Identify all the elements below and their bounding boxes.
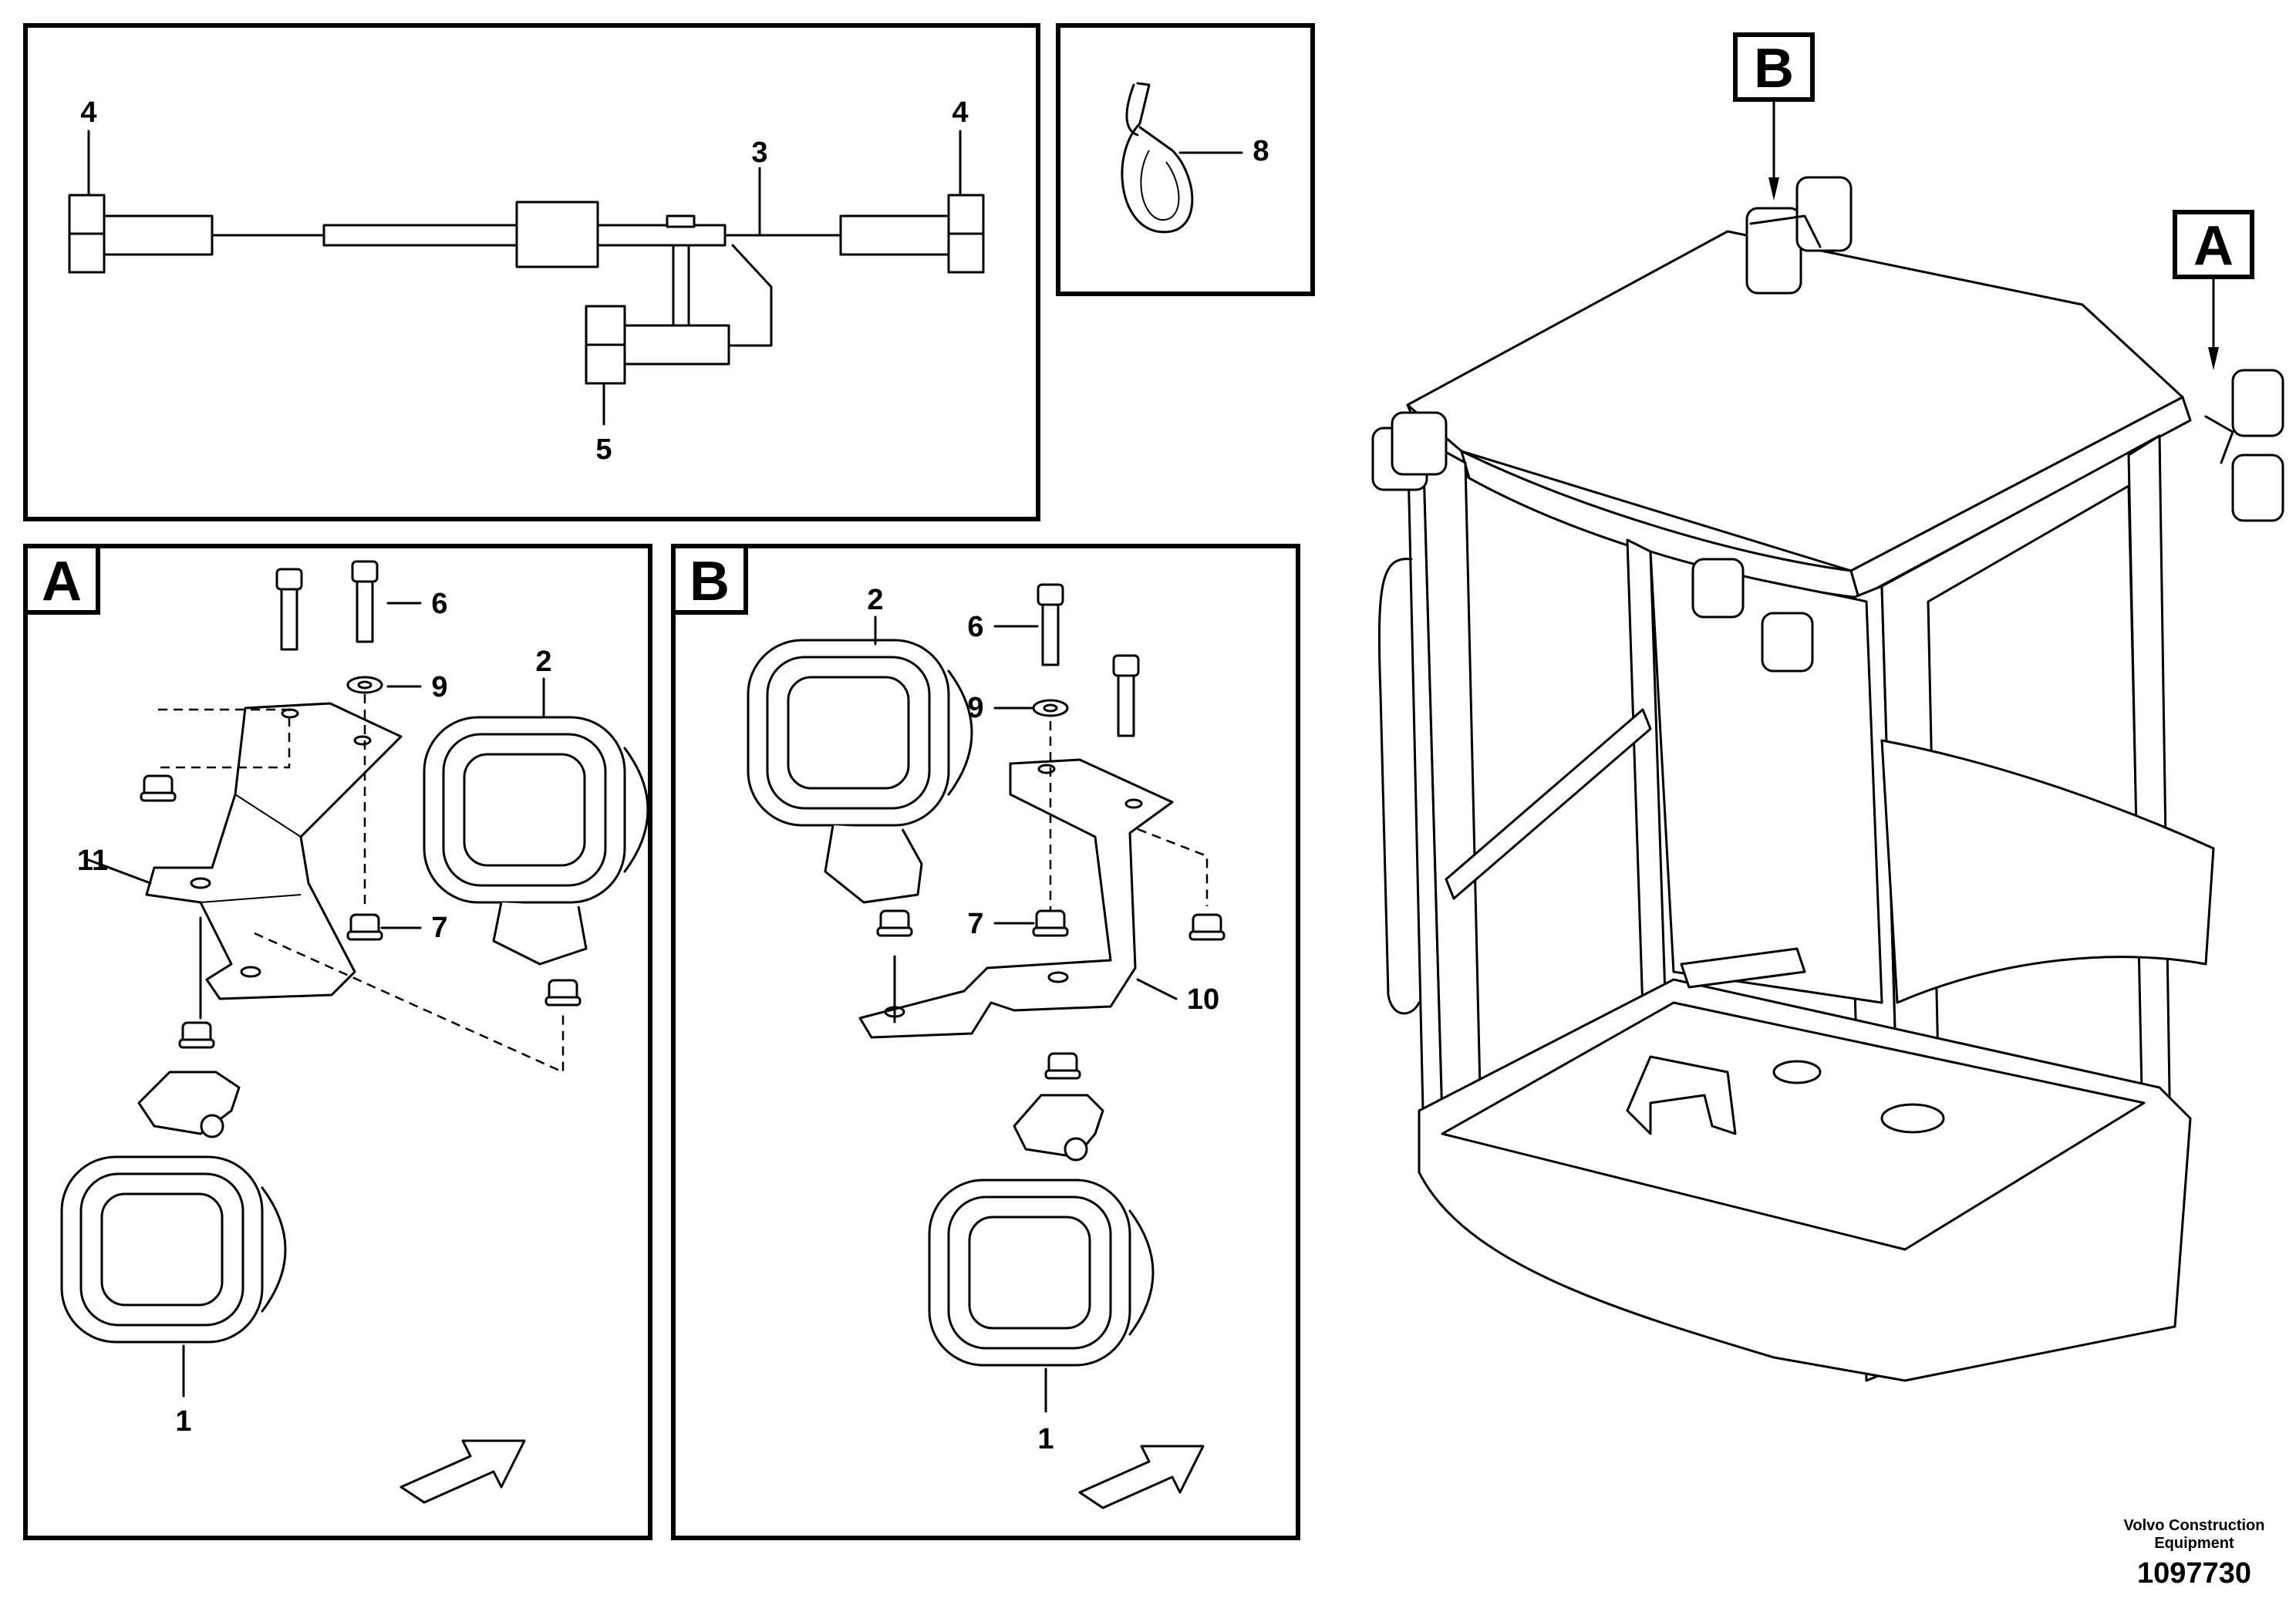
- lamp-1-b: [928, 1094, 1155, 1367]
- cab-lamp-a-group: [2204, 369, 2284, 522]
- detail-b-frame: [671, 544, 1300, 1540]
- callout-left-plug: 4: [80, 96, 96, 129]
- lamp-2-b: [747, 639, 973, 904]
- work-lamp-icon: [60, 1155, 287, 1344]
- cab-lamp-front-right: [1691, 558, 1814, 673]
- detail-a-panel: A 6 9 11 7: [23, 544, 652, 1540]
- cab-overview: B A: [1371, 32, 2284, 1382]
- detail-a-tag: A: [42, 551, 82, 612]
- callout-nut-a: 7: [431, 912, 447, 944]
- lamp-1-a: [60, 1071, 287, 1344]
- callout-lamp-bottom-b: 1: [1037, 1423, 1054, 1455]
- harness-frame: [23, 23, 1040, 521]
- callout-washer-a: 9: [431, 671, 447, 703]
- nut-icon: [346, 913, 383, 941]
- lamp-2-a: [423, 716, 649, 966]
- bolt-icon: [351, 560, 379, 643]
- callout-tie: 8: [1253, 135, 1269, 167]
- callout-branch-plug: 5: [595, 433, 612, 466]
- harness-drawing: [68, 194, 985, 385]
- callout-bracket-b: 10: [1187, 983, 1219, 1016]
- callout-bolt-b: 6: [967, 611, 983, 643]
- direction-arrow-icon: [400, 1439, 526, 1504]
- cab-tag-b: B: [1754, 38, 1794, 99]
- nut-icon: [1188, 913, 1226, 941]
- detail-a-frame: [23, 544, 652, 1540]
- harness-panel: 4 3 4 5: [23, 23, 1040, 521]
- bracket-11: [145, 702, 403, 1000]
- detail-b-panel: B 2 6 9 10: [671, 544, 1300, 1540]
- bolt-icon: [275, 568, 303, 651]
- callout-right-plug: 4: [952, 96, 968, 129]
- detail-b-tag-box: [671, 544, 748, 615]
- nut-icon: [544, 979, 582, 1007]
- callout-bolt-a: 6: [431, 588, 447, 620]
- manufacturer-line2: Equipment: [2154, 1535, 2234, 1552]
- nut-icon: [1032, 909, 1069, 937]
- washer-icon: [1032, 699, 1069, 717]
- bolt-icon: [1037, 583, 1064, 666]
- callout-cable: 3: [751, 137, 767, 169]
- cab-lamp-b-group: [1745, 176, 1853, 295]
- callout-lamp-bottom-a: 1: [175, 1405, 191, 1438]
- callout-lamp-top-a: 2: [535, 646, 551, 678]
- callout-washer-b: 9: [967, 692, 983, 724]
- direction-arrow-icon: [1078, 1445, 1205, 1509]
- leader-line: [1136, 978, 1178, 1000]
- cable-tie-drawing: [1121, 82, 1194, 234]
- washer-icon: [346, 676, 383, 694]
- bolt-icon: [1112, 654, 1140, 737]
- nut-icon: [140, 774, 177, 802]
- callout-bracket-a: 11: [77, 845, 108, 877]
- work-lamp-icon: [423, 716, 649, 904]
- cable-tie-panel: 8: [1056, 23, 1315, 296]
- drawing-number: 1097730: [2137, 1557, 2251, 1590]
- nut-icon: [876, 909, 913, 937]
- callout-nut-b: 7: [967, 908, 983, 940]
- callout-lamp-top-b: 2: [867, 584, 883, 616]
- nut-icon: [1044, 1052, 1081, 1080]
- manufacturer-line1: Volvo Construction: [2124, 1517, 2265, 1534]
- footer: Volvo Construction Equipment 1097730: [2124, 1517, 2265, 1590]
- nut-icon: [178, 1021, 215, 1049]
- cable-tie-frame: [1056, 23, 1315, 296]
- work-lamp-icon: [747, 639, 973, 827]
- cab-lamp-front-left: [1371, 411, 1448, 491]
- leader-line: [87, 858, 152, 885]
- detail-a-tag-box: [23, 544, 100, 615]
- cab-tag-a: A: [2193, 215, 2234, 277]
- work-lamp-icon: [928, 1179, 1155, 1367]
- detail-b-tag: B: [689, 551, 730, 612]
